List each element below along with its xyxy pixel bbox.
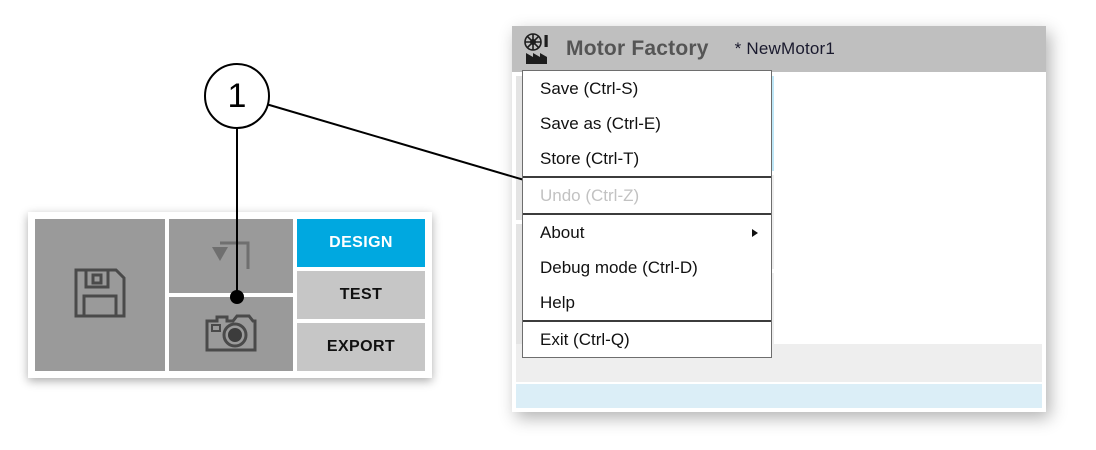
menu-item-debug-mode[interactable]: Debug mode (Ctrl-D) [523, 250, 771, 285]
undo-button[interactable] [169, 219, 293, 293]
menu-item-label: Save (Ctrl-S) [540, 78, 639, 98]
window-body: DESIGN TEST EXPORT Save (Ctrl-S) Save as… [512, 70, 1046, 412]
callout-number: 1 [228, 77, 247, 115]
menu-item-undo: Undo (Ctrl-Z) [523, 178, 771, 213]
detail-tab-column: DESIGN TEST EXPORT [297, 219, 425, 371]
tab-design-label: DESIGN [329, 234, 393, 251]
chevron-right-icon [752, 228, 758, 237]
menu-item-label: Debug mode (Ctrl-D) [540, 257, 698, 277]
menu-item-label: About [540, 222, 585, 242]
floppy-disk-icon [73, 267, 127, 324]
callout-bubble [204, 63, 270, 129]
detail-middle-column [169, 219, 293, 371]
document-title: * NewMotor1 [734, 39, 836, 58]
menu-item-label: Undo (Ctrl-Z) [540, 185, 640, 205]
file-menu[interactable]: Save (Ctrl-S) Save as (Ctrl-E) Store (Ct… [522, 70, 772, 358]
footer-band [516, 384, 1042, 408]
menu-separator [523, 320, 771, 322]
tab-export-label: EXPORT [326, 338, 396, 355]
camera-icon [205, 311, 257, 358]
menu-item-save[interactable]: Save (Ctrl-S) [523, 71, 771, 106]
tab-test-label: TEST [339, 286, 383, 303]
menu-separator [523, 176, 771, 178]
menu-item-label: Exit (Ctrl-Q) [540, 329, 630, 349]
zoomed-toolbar-detail: DESIGN TEST EXPORT [28, 212, 432, 378]
save-button[interactable] [35, 219, 165, 371]
tab-design[interactable]: DESIGN [297, 219, 425, 267]
app-name: Motor Factory [566, 37, 709, 60]
menu-item-label: Store (Ctrl-T) [540, 148, 640, 168]
tab-test[interactable]: TEST [297, 271, 425, 319]
factory-gear-icon [522, 33, 558, 65]
menu-item-label: Save as (Ctrl-E) [540, 113, 661, 133]
menu-item-store[interactable]: Store (Ctrl-T) [523, 141, 771, 176]
undo-arrow-icon [208, 235, 254, 278]
store-camera-button[interactable] [169, 297, 293, 371]
menu-separator [523, 213, 771, 215]
menu-item-save-as[interactable]: Save as (Ctrl-E) [523, 106, 771, 141]
menu-item-label: Help [540, 292, 575, 312]
menu-item-about[interactable]: About [523, 215, 771, 250]
menu-item-exit[interactable]: Exit (Ctrl-Q) [523, 322, 771, 357]
motor-factory-window: Motor Factory * NewMotor1 [512, 26, 1046, 412]
callout-leader-to-menu [265, 103, 532, 183]
tab-export[interactable]: EXPORT [297, 323, 425, 371]
menu-item-help[interactable]: Help [523, 285, 771, 320]
window-titlebar: Motor Factory * NewMotor1 [512, 26, 1046, 72]
